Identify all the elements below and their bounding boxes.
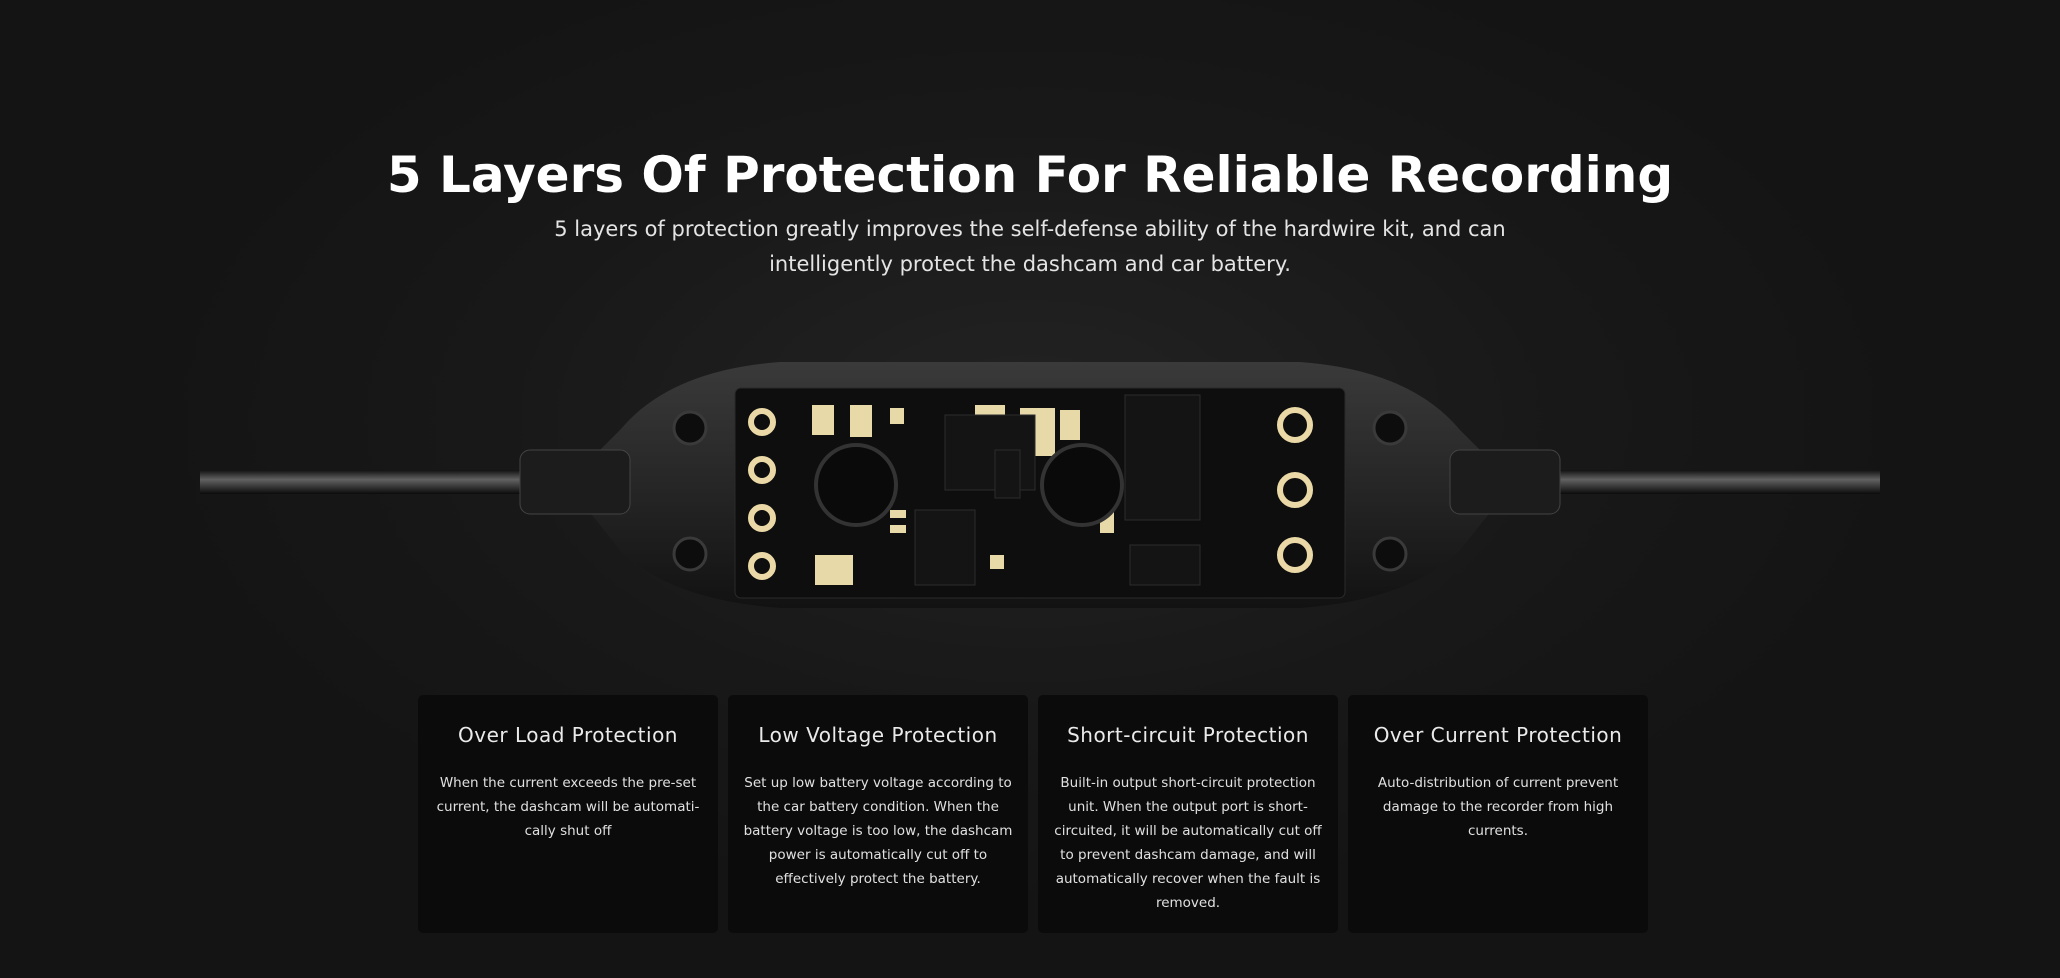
card-low-voltage: Low Voltage Protection Set up low batter… [728,695,1028,933]
card-title: Low Voltage Protection [758,723,998,747]
card-short-circuit: Short-circuit Protection Built-in output… [1038,695,1338,933]
solder-pads [748,407,1313,580]
card-title: Over Current Protection [1373,723,1623,747]
page-subtitle: 5 layers of protection greatly improves … [554,217,1506,276]
left-cable [200,470,560,494]
hardwire-kit-image [200,362,1880,608]
right-cable [1520,470,1880,494]
card-body: Auto-distribution of current prevent dam… [1377,775,1619,839]
card-body: Built-in output short-circuit protection… [1054,775,1322,911]
capacitor-left [814,443,898,527]
capacitor-right [1040,443,1124,527]
card-title: Short-circuit Protection [1067,723,1309,747]
card-over-load: Over Load Protection When the current ex… [418,695,718,933]
left-connector [519,449,631,515]
right-connector [1449,449,1561,515]
card-body: Set up low battery voltage according to … [743,775,1013,887]
card-body: When the current exceeds the pre-set cur… [436,775,700,839]
card-over-current: Over Current Protection Auto-distributio… [1348,695,1648,933]
page-title: 5 Layers Of Protection For Reliable Reco… [386,145,1674,204]
card-title: Over Load Protection [458,723,678,747]
protection-cards: Over Load Protection When the current ex… [418,695,1648,933]
